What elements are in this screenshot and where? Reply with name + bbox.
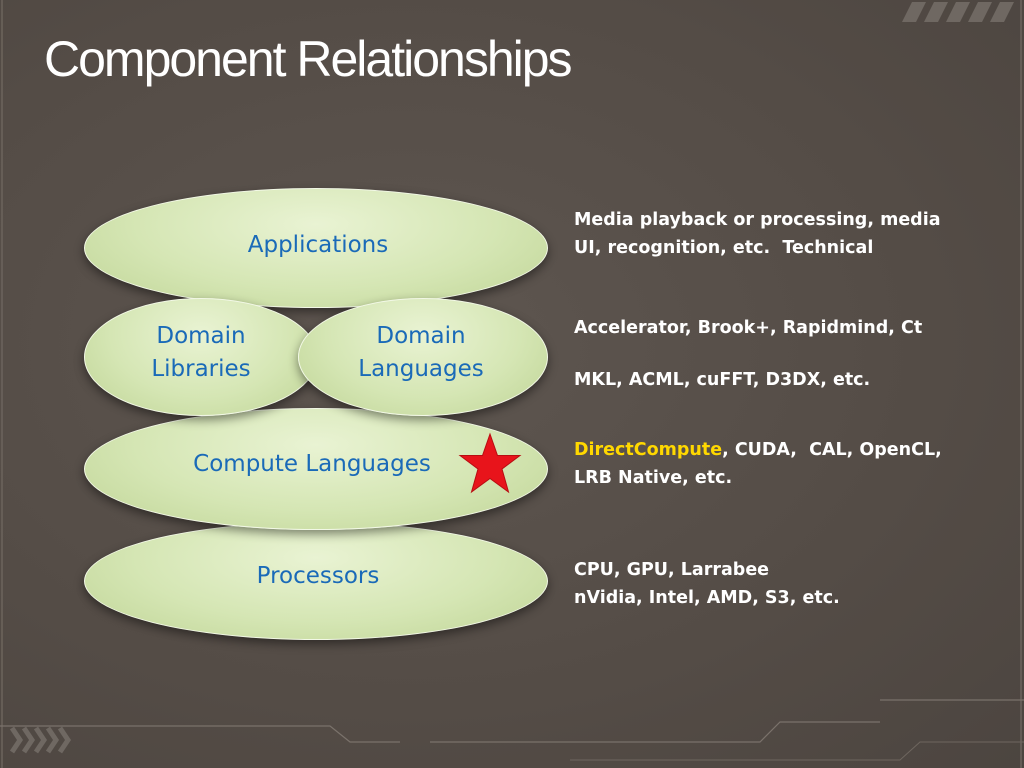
slide-title: Component Relationships (44, 31, 573, 87)
desc-applications: Media playback or processing, media UI, … (574, 210, 941, 258)
layer-applications-label: Applications (247, 232, 389, 259)
layer-domain-languages-label: Domain Languages (358, 322, 484, 382)
layer-processors: Processors (84, 522, 548, 640)
layer-processors-label: Processors (256, 563, 380, 590)
red-star-icon (458, 432, 522, 494)
layer-domain-languages: Domain Languages (298, 298, 548, 416)
layer-applications: Applications (84, 188, 548, 308)
desc-processors: CPU, GPU, Larrabee nVidia, Intel, AMD, S… (574, 560, 840, 608)
diagonal-stripes-icon (902, 2, 1014, 22)
layer-domain-libraries: Domain Libraries (84, 298, 318, 416)
layer-domain-libraries-label: Domain Libraries (151, 322, 251, 382)
desc-compute-rest: , CUDA, CAL, OpenCL, LRB Native, etc. (574, 440, 942, 488)
desc-compute-languages: DirectCompute, CUDA, CAL, OpenCL, LRB Na… (574, 436, 942, 492)
desc-compute-highlight: DirectCompute (574, 440, 723, 460)
layer-compute-languages-label: Compute Languages (193, 451, 431, 478)
desc-domain-languages: Accelerator, Brook+, Rapidmind, Ct (574, 318, 923, 338)
desc-domain-libraries: MKL, ACML, cuFFT, D3DX, etc. (574, 370, 871, 390)
chevrons-icon (9, 726, 72, 754)
layer-compute-languages: Compute Languages (84, 408, 548, 530)
